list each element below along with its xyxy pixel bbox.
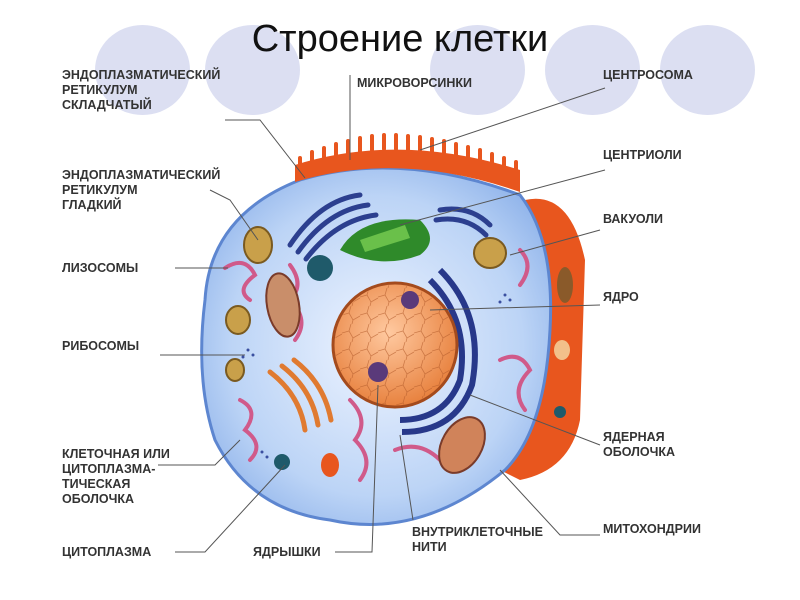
label-membrane: КЛЕТОЧНАЯ ИЛИ ЦИТОПЛАЗМА- ТИЧЕСКАЯ ОБОЛО… bbox=[62, 447, 170, 507]
label-er-smooth: ЭНДОПЛАЗМАТИЧЕСКИЙ РЕТИКУЛУМ ГЛАДКИЙ bbox=[62, 168, 220, 213]
label-line: ВНУТРИКЛЕТОЧНЫЕ bbox=[412, 525, 543, 540]
label-nucleus: ЯДРО bbox=[603, 290, 639, 305]
label-line: ГЛАДКИЙ bbox=[62, 198, 220, 213]
label-nucleoli: ЯДРЫШКИ bbox=[253, 545, 321, 560]
label-centrosome: ЦЕНТРОСОМА bbox=[603, 68, 693, 83]
label-microvilli: МИКРОВОРСИНКИ bbox=[357, 76, 472, 91]
label-er-rough: ЭНДОПЛАЗМАТИЧЕСКИЙ РЕТИКУЛУМ СКЛАДЧАТЫЙ bbox=[62, 68, 220, 113]
label-line: КЛЕТОЧНАЯ ИЛИ bbox=[62, 447, 170, 462]
label-lysosomes: ЛИЗОСОМЫ bbox=[62, 261, 138, 276]
label-line: ТИЧЕСКАЯ bbox=[62, 477, 170, 492]
label-line: ЭНДОПЛАЗМАТИЧЕСКИЙ bbox=[62, 68, 220, 83]
nucleus-texture bbox=[335, 285, 455, 405]
label-line: НИТИ bbox=[412, 540, 543, 555]
label-line: РЕТИКУЛУМ bbox=[62, 83, 220, 98]
membrane-pit bbox=[321, 453, 339, 477]
label-filaments: ВНУТРИКЛЕТОЧНЫЕ НИТИ bbox=[412, 525, 543, 555]
label-mitochondria: МИТОХОНДРИИ bbox=[603, 522, 701, 537]
label-line: СКЛАДЧАТЫЙ bbox=[62, 98, 220, 113]
label-line: ЭНДОПЛАЗМАТИЧЕСКИЙ bbox=[62, 168, 220, 183]
label-line: ОБОЛОЧКА bbox=[603, 445, 675, 460]
label-line: ОБОЛОЧКА bbox=[62, 492, 170, 507]
label-line: ЯДЕРНАЯ bbox=[603, 430, 675, 445]
vesicle bbox=[307, 255, 333, 281]
label-vacuoles: ВАКУОЛИ bbox=[603, 212, 663, 227]
label-centrioles: ЦЕНТРИОЛИ bbox=[603, 148, 682, 163]
label-cytoplasm: ЦИТОПЛАЗМА bbox=[62, 545, 151, 560]
label-line: ЦИТОПЛАЗМА- bbox=[62, 462, 170, 477]
vesicle bbox=[554, 406, 566, 418]
label-ribosomes: РИБОСОМЫ bbox=[62, 339, 139, 354]
label-nuclear-envelope: ЯДЕРНАЯ ОБОЛОЧКА bbox=[603, 430, 675, 460]
label-line: РЕТИКУЛУМ bbox=[62, 183, 220, 198]
